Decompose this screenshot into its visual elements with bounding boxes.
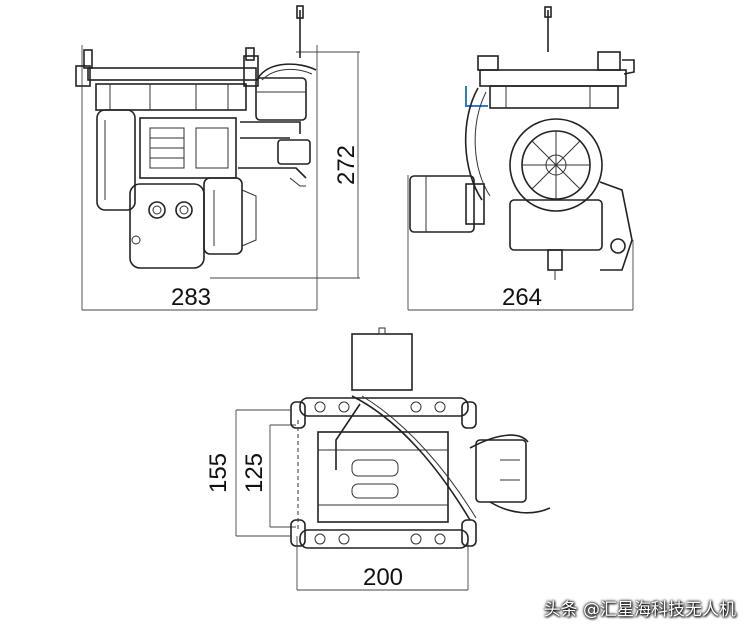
front-view: 264 [407, 6, 635, 311]
front-view-width-label: 264 [502, 284, 542, 311]
top-view-outer-span-label: 155 [205, 453, 232, 493]
side-view-height-label: 272 [333, 145, 360, 185]
top-view-inner-span-label: 125 [241, 453, 268, 493]
side-view-engine [75, 5, 317, 269]
side-view-dimension-frame [81, 45, 360, 311]
front-view-engine [409, 6, 635, 280]
watermark-caption: 头条 @汇星海科技无人机 [543, 600, 736, 620]
side-view-width-label: 283 [171, 284, 211, 311]
top-view-depth-label: 200 [363, 564, 403, 591]
top-view-dimension-frame [235, 409, 469, 591]
front-view-dimension-frame [407, 175, 634, 311]
side-view: 283 272 [75, 5, 360, 311]
top-view-engine [290, 327, 551, 549]
top-view: 155 125 200 [205, 327, 551, 591]
